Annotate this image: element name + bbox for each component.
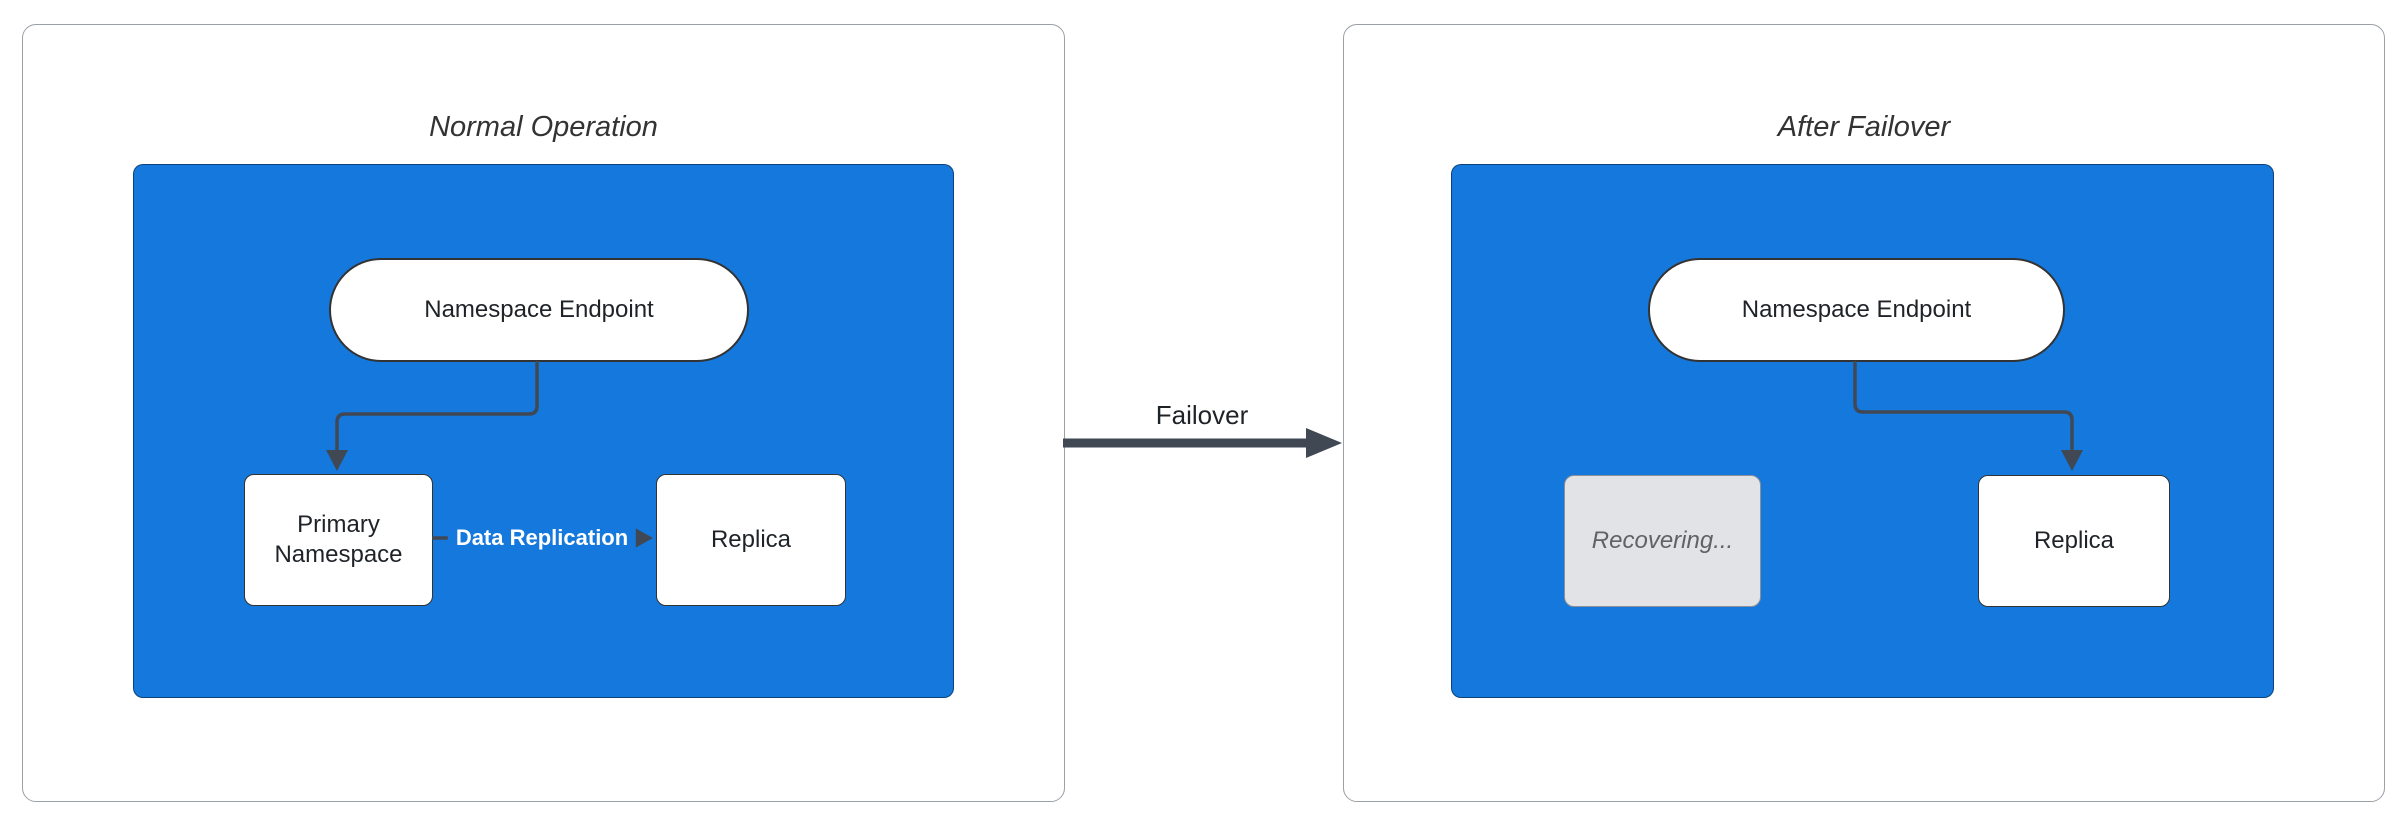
normal-operation-title: Normal Operation (429, 111, 658, 143)
recovering-label: Recovering... (1591, 527, 1734, 554)
normal-namespace-endpoint-label: Namespace Endpoint (424, 296, 654, 323)
normal-namespace-endpoint-node: Namespace Endpoint (329, 258, 749, 362)
failover-arrow-label: Failover (1155, 400, 1249, 430)
failover-arrowhead (1306, 428, 1342, 458)
normal-replica-label: Replica (710, 526, 792, 553)
after-failover-title: After Failover (1777, 111, 1951, 143)
after-failover-panel: After Failover Namespace Endpoint Recove… (1343, 24, 2385, 802)
failover-namespace-endpoint-node: Namespace Endpoint (1648, 258, 2065, 362)
recovering-node: Recovering... (1564, 475, 1761, 607)
failover-namespace-endpoint-label: Namespace Endpoint (1741, 296, 1972, 323)
normal-replica-node: Replica (656, 474, 846, 606)
failover-replica-label: Replica (2033, 527, 2115, 554)
failover-namespace-container: Namespace Endpoint Recovering... Replica (1451, 164, 2274, 698)
failover-replica-node: Replica (1978, 475, 2170, 607)
normal-namespace-container: Namespace Endpoint Primary Namespace Rep… (133, 164, 954, 698)
data-replication-edge-label: Data Replication (447, 522, 637, 554)
primary-namespace-label: Primary Namespace (274, 511, 403, 568)
normal-operation-panel: Normal Operation Namespace Endpoint Prim… (22, 24, 1065, 802)
primary-namespace-node: Primary Namespace (244, 474, 433, 606)
